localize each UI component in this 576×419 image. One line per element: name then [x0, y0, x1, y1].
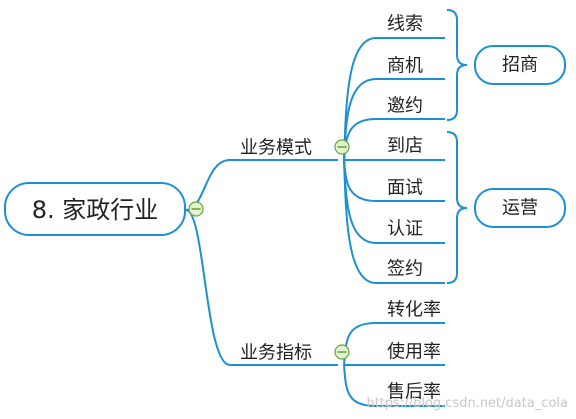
leaf-node-label[interactable]: 签约: [387, 259, 423, 280]
branch-2-collapse-toggle[interactable]: [334, 344, 350, 360]
branch-node-label: 业务模式: [240, 138, 312, 159]
branch-1-collapse-toggle[interactable]: [334, 139, 350, 155]
summary-node-label: 运营: [502, 198, 538, 219]
summary-node-investment[interactable]: 招商: [474, 45, 566, 85]
root-node[interactable]: 8. 家政行业: [4, 182, 186, 236]
connector-branch-2-child-3: [343, 364, 445, 407]
leaf-node-label[interactable]: 商机: [387, 56, 423, 77]
root-collapse-toggle[interactable]: [188, 201, 204, 217]
summary-node-box: [474, 45, 566, 85]
leaf-node-label[interactable]: 到店: [387, 136, 423, 157]
leaf-node-label[interactable]: 认证: [387, 219, 423, 240]
branch-node-label: 业务指标: [240, 343, 312, 364]
connector-branch-1-child-7: [343, 159, 445, 284]
leaf-node-label[interactable]: 售后率: [387, 382, 441, 403]
watermark-text: https://blog.csdn.net/data_cola: [366, 396, 568, 411]
connector-root-branch-1: [185, 159, 338, 211]
summary-node-box: [474, 188, 566, 228]
summary-node-label: 招商: [502, 55, 538, 76]
connector-root-branch-2: [185, 209, 338, 366]
leaf-node-label[interactable]: 转化率: [387, 300, 441, 321]
root-node-box: [4, 182, 186, 236]
leaf-node-label[interactable]: 线索: [387, 14, 423, 35]
summary-node-operations[interactable]: 运营: [474, 188, 566, 228]
summary-bracket-1: [446, 9, 468, 121]
root-node-label: 8. 家政行业: [32, 196, 159, 224]
summary-bracket-2: [446, 131, 468, 284]
leaf-node-label[interactable]: 面试: [387, 178, 423, 199]
branch-node-business-model[interactable]: 业务模式: [240, 138, 312, 159]
leaf-node-label[interactable]: 邀约: [387, 96, 423, 117]
branch-node-business-metrics[interactable]: 业务指标: [240, 343, 312, 364]
leaf-node-label[interactable]: 使用率: [387, 342, 441, 363]
